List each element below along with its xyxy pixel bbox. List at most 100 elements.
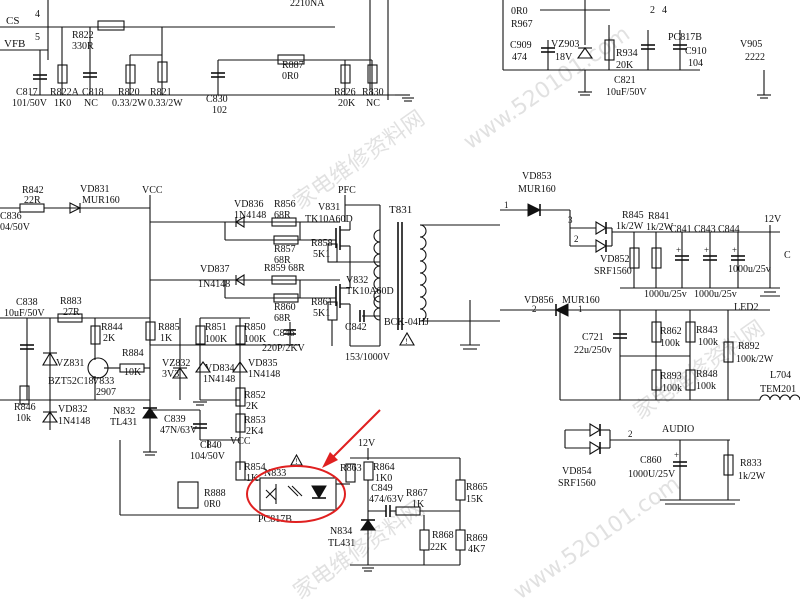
r868-name: R868 (432, 530, 454, 541)
plus-sign-c844: + (732, 245, 737, 255)
r841-name: R841 (648, 211, 670, 222)
r822-name: R822 (72, 30, 94, 41)
highlight-arrowhead (322, 452, 338, 468)
r868-value: 22K (430, 542, 448, 553)
plus-sign-c843: + (704, 245, 709, 255)
highlight-arrow (327, 409, 381, 463)
c860-name: C860 (640, 455, 662, 466)
r864-value: 1K0 (375, 473, 392, 484)
v905-value: 2222 (745, 52, 765, 63)
r844-value: 2K (103, 333, 116, 344)
watermark: 家电维修资料网 www.520101.com 家电维修资料网 www.52010… (289, 21, 770, 604)
vd837-name: VD837 (200, 264, 229, 275)
vcc-label: VCC (142, 185, 163, 196)
vd836-value: 1N4148 (234, 210, 266, 221)
r826-value: 20K (338, 98, 356, 109)
ic-label-frag: 2210NA (290, 0, 325, 9)
r843-value: 100k (698, 337, 718, 348)
r852-name: R852 (244, 390, 266, 401)
c839-value: 47N/63V (160, 425, 198, 436)
c-right-label: C (784, 250, 791, 261)
v833-value: 2907 (96, 387, 116, 398)
or0-label: 0R0 (511, 6, 528, 17)
standby-section: 0R0 R967 C909 474 VZ903 18V R934 20K C82… (502, 0, 771, 99)
c909-name: C909 (510, 40, 532, 51)
v831-value: TK10A60D (305, 214, 353, 225)
r850-name: R850 (244, 322, 266, 333)
audio-label: AUDIO (662, 424, 694, 435)
c910-name: C910 (685, 46, 707, 57)
r853-name: R853 (244, 415, 266, 426)
r833-value: 1k/2W (738, 471, 766, 482)
r893-name: R893 (660, 371, 682, 382)
vd831-name: VD831 (80, 184, 109, 195)
vd835-name: VD835 (248, 358, 277, 369)
c860-value: 1000U/25V (628, 469, 676, 480)
vz903-value: 18V (555, 52, 573, 63)
n834-value: TL431 (328, 538, 355, 549)
r856-value: 68R (274, 210, 291, 221)
r851-value: 100K (205, 334, 228, 345)
vz831-name: VZ831 (56, 358, 84, 369)
r862-value: 100k (660, 338, 680, 349)
bck-label: BCK-04HJ (384, 317, 429, 328)
vd854-value: SRF1560 (558, 478, 596, 489)
r863-label: R863 (340, 463, 362, 474)
c821-value: 10uF/50V (606, 87, 647, 98)
c909-value: 474 (512, 52, 527, 63)
c830-value: 102 (212, 105, 227, 116)
plus-sign-c841: + (676, 245, 681, 255)
pin-3-label: 3 (568, 215, 573, 225)
r883-name: R883 (60, 296, 82, 307)
c843-name: C843 (694, 224, 716, 235)
c838-value: 10uF/50V (4, 308, 45, 319)
r846-value: 10k (16, 413, 31, 424)
r885-value: 1K (160, 333, 173, 344)
vd853-value: MUR160 (518, 184, 556, 195)
r821-name: R821 (150, 87, 172, 98)
watermark-cn-1: 家电维修资料网 (289, 106, 430, 215)
r867-value: 1K (412, 499, 425, 510)
c841-value: 1000u/25v (644, 289, 687, 300)
pwm-controller-section: 4 5 2210NA CS R822 330R VFB R887 0R0 (0, 0, 414, 116)
r934-name: R934 (616, 48, 638, 59)
c836-name: C836 (0, 211, 22, 222)
r826-name: R826 (334, 87, 356, 98)
vd856-name: VD856 (524, 295, 553, 306)
plus-sign-c860: + (674, 450, 679, 460)
pfc-label: PFC (338, 185, 356, 196)
r884-value: 10K (124, 367, 142, 378)
secondary-led-section: VD856 MUR160 2 1 LED2 C721 22u/250v R862… (500, 295, 800, 401)
r843-name: R843 (696, 325, 718, 336)
r883-value: 27R (63, 307, 80, 318)
caution-icon-2: ! (405, 337, 408, 346)
r892-value: 100k/2W (736, 354, 774, 365)
c844-value: 1000u/25v (728, 264, 771, 275)
pin-2-audio-label: 2 (628, 429, 633, 439)
r865-name: R865 (466, 482, 488, 493)
r853-value: 2K4 (246, 426, 263, 437)
pin-4-opto-label: 4 (662, 5, 667, 16)
r857-value: 68R (274, 255, 291, 266)
r845-value: 1k/2W (616, 221, 644, 232)
r833-name: R833 (740, 458, 762, 469)
c840-name: C840 (200, 440, 222, 451)
r858-name: R858 (311, 238, 333, 249)
r852-value: 2K (246, 401, 259, 412)
r845-name: R845 (622, 210, 644, 221)
r822-resistor (97, 20, 125, 31)
pin-1-led-label: 1 (578, 304, 583, 314)
c841-name: C841 (670, 224, 692, 235)
r860-value: 68R (274, 313, 291, 324)
n832-value: TL431 (110, 417, 137, 428)
n833-label: N833 (264, 468, 286, 479)
r857-name: R857 (274, 244, 296, 255)
c844-name: C844 (718, 224, 740, 235)
r820-name: R820 (118, 87, 140, 98)
c846-name: C846 (273, 328, 295, 339)
r854-name: R854 (244, 462, 266, 473)
pc817-top-label: PC817B (668, 32, 702, 43)
l704-name: L704 (770, 370, 791, 381)
r822a-value: 1K0 (54, 98, 71, 109)
r846-name: R846 (14, 402, 36, 413)
